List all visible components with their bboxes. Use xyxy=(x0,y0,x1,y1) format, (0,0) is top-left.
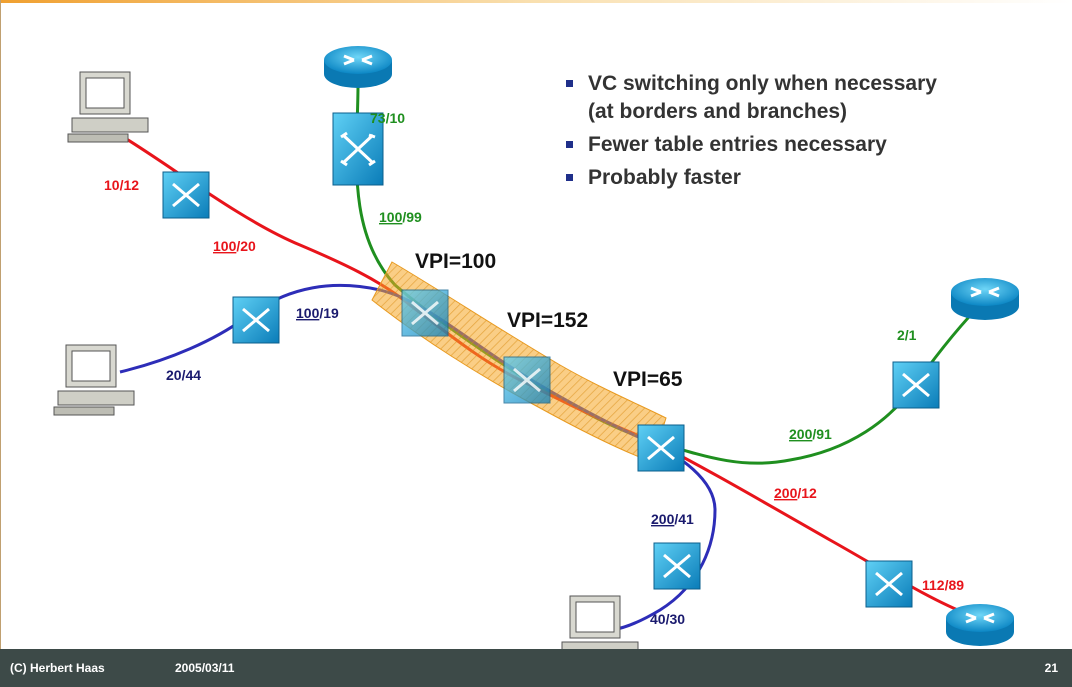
bullet-marker-icon xyxy=(566,141,573,148)
link-label: 112/89 xyxy=(922,577,964,593)
router-icon xyxy=(946,604,1014,646)
vpi-label: VPI=152 xyxy=(507,309,588,332)
bullet-list: VC switching only when necessary (at bor… xyxy=(566,70,937,197)
network-diagram: VPI=100 VPI=152 VPI=65 73/10 100/99 10/1… xyxy=(53,46,1019,649)
atm-switch-icon xyxy=(401,289,449,337)
bullet-item: Fewer table entries necessary xyxy=(566,131,937,159)
router-icon xyxy=(951,278,1019,320)
bullet-text: Fewer table entries necessary xyxy=(588,133,887,156)
atm-switch-icon xyxy=(892,361,940,409)
blue-vc-path xyxy=(119,283,717,632)
atm-switch-icon xyxy=(232,296,280,344)
atm-switch-icon xyxy=(503,356,551,404)
atm-switch-icon xyxy=(637,424,685,472)
link-label: 200/41 xyxy=(651,511,694,527)
bullet-marker-icon xyxy=(566,174,573,181)
workstation-icon xyxy=(67,71,149,143)
bullet-text: VC switching only when necessary (at bor… xyxy=(588,72,937,123)
bullet-item: Probably faster xyxy=(566,164,937,192)
link-label: 10/12 xyxy=(104,177,139,193)
bullet-marker-icon xyxy=(566,80,573,87)
atm-switch-icon xyxy=(653,542,701,590)
atm-switch-icon xyxy=(332,112,384,186)
link-label: 100/19 xyxy=(296,305,339,321)
top-rule xyxy=(0,0,1072,3)
router-icon xyxy=(324,46,392,88)
atm-switch-icon xyxy=(162,171,210,219)
link-label: 100/20 xyxy=(213,238,256,254)
link-label: 200/91 xyxy=(789,426,832,442)
vpi-label: VPI=100 xyxy=(415,250,496,273)
atm-switch-icon xyxy=(865,560,913,608)
workstation-icon xyxy=(561,595,639,649)
footer-author: (C) Herbert Haas xyxy=(10,661,105,675)
link-label: 40/30 xyxy=(650,611,685,627)
link-label: 73/10 xyxy=(370,110,405,126)
link-label: 2/1 xyxy=(897,327,917,343)
vpi-label: VPI=65 xyxy=(613,368,683,391)
page-number: 21 xyxy=(1044,661,1058,675)
workstation-icon xyxy=(53,344,135,416)
bullet-text: Probably faster xyxy=(588,166,741,189)
footer-bar: (C) Herbert Haas 2005/03/11 21 xyxy=(0,649,1072,687)
link-label: 20/44 xyxy=(166,367,201,383)
link-label: 100/99 xyxy=(379,209,422,225)
link-label: 200/12 xyxy=(774,485,817,501)
footer-date: 2005/03/11 xyxy=(175,661,235,675)
left-rule xyxy=(0,0,1,649)
bullet-item: VC switching only when necessary (at bor… xyxy=(566,70,937,126)
